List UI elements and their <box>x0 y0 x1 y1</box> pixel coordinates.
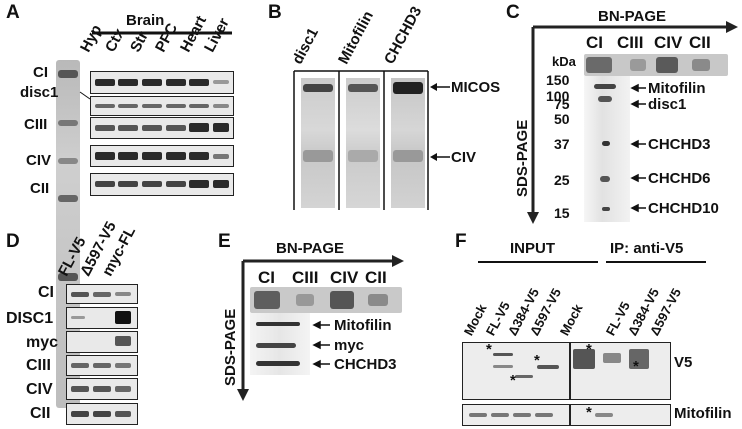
panel-c-complex-label: CIV <box>654 33 683 52</box>
panel-f-star: * <box>534 352 540 369</box>
panel-e-bn-strip <box>250 287 402 313</box>
panel-d-row-label: CIV <box>26 381 53 398</box>
panel-d-row-label: CIII <box>26 357 51 374</box>
panel-e-x-title: BN-PAGE <box>276 240 345 257</box>
panel-c-marker: 75 <box>554 96 570 112</box>
panel-d-letter: D <box>6 231 20 252</box>
panel-f-star: * <box>510 372 516 389</box>
panel-d-row-label: DISC1 <box>6 310 54 327</box>
panel-c-protein-label: CHCHD3 <box>648 136 711 153</box>
panel-a-blot-ci <box>90 71 234 94</box>
panel-d-blot-ci <box>66 284 138 304</box>
panel-c-unit: kDa <box>552 54 576 69</box>
panel-a-row-label: disc1 <box>20 84 59 101</box>
panel-e-complex-label: CI <box>258 268 275 287</box>
panel-a-group-label: Brain <box>126 12 165 29</box>
panel-f-input-title: INPUT <box>510 240 555 257</box>
panel-b-gel-lane <box>301 78 335 208</box>
panel-c-protein-label: Mitofilin <box>648 80 706 97</box>
panel-c-letter: C <box>506 2 520 23</box>
panel-c-protein-label: CHCHD6 <box>648 170 711 187</box>
panel-b-arrow-label: CIV <box>451 149 477 166</box>
panel-f-star: * <box>633 358 639 375</box>
panel-c-complex-label: CI <box>586 33 603 52</box>
panel-f-star: * <box>586 404 592 421</box>
panel-d-blot-cii <box>66 403 138 425</box>
panel-c-marker: 50 <box>554 111 570 127</box>
panel-a-blot-disc1 <box>90 96 234 116</box>
panel-c-complex-label: CII <box>689 33 711 52</box>
panel-c-marker: 150 <box>546 72 570 88</box>
panel-d-blot-civ <box>66 378 138 400</box>
panel-a-row-label: CIV <box>26 152 52 169</box>
panel-d-row-label: CII <box>30 405 51 422</box>
panel-f-letter: F <box>455 231 467 252</box>
panel-a-blot-ciii <box>90 117 234 139</box>
panel-d-row-label: CI <box>38 284 54 301</box>
panel-c-marker: 100 <box>546 88 570 104</box>
panel-e-protein-label: Mitofilin <box>334 317 392 334</box>
panel-a-letter: A <box>6 2 20 23</box>
panel-f-blot-mitofilin <box>462 404 671 426</box>
panel-c-bn-strip <box>584 54 728 76</box>
panel-f-ip-title: IP: anti-V5 <box>610 240 684 257</box>
panel-f-star: * <box>586 341 592 358</box>
panel-e-protein-label: myc <box>334 337 365 354</box>
panel-a-row-label: CII <box>30 180 50 197</box>
panel-c-marker: 37 <box>554 136 570 152</box>
panel-f-row-label: Mitofilin <box>674 405 732 422</box>
panel-e-complex-label: CIII <box>292 268 319 287</box>
panel-c-2d-gel <box>584 76 630 222</box>
panel-c-complex-label: CIII <box>617 33 644 52</box>
panel-a-row-label: CIII <box>24 116 48 133</box>
panel-d-blot-ciii <box>66 355 138 376</box>
panel-c-protein-label: CHCHD10 <box>648 200 719 217</box>
panel-e-protein-label: CHCHD3 <box>334 356 397 373</box>
panel-e-complex-label: CIV <box>330 268 359 287</box>
panel-a-blot-cii <box>90 173 234 196</box>
panel-b-arrow-label: MICOS <box>451 79 501 96</box>
panel-d-row-label: myc <box>26 334 59 351</box>
panel-c-marker: 15 <box>554 205 570 221</box>
panel-f-row-label: V5 <box>674 354 693 371</box>
panel-e-2d-gel <box>250 313 310 375</box>
panel-f-star: * <box>486 341 492 358</box>
panel-c-marker: 25 <box>554 172 570 188</box>
panel-b-letter: B <box>268 2 282 23</box>
panel-c-x-title: BN-PAGE <box>598 8 667 25</box>
panel-f-blot-v5 <box>462 342 671 400</box>
panel-a-row-label: CI <box>33 64 48 81</box>
panel-b-gel-lane <box>346 78 380 208</box>
panel-d-blot-myc <box>66 331 138 353</box>
panel-e-complex-label: CII <box>365 268 387 287</box>
panel-a-blot-civ <box>90 145 234 167</box>
panel-c-protein-label: disc1 <box>648 96 687 113</box>
panel-b-gel-lane <box>391 78 425 208</box>
panel-d-blot-disc1 <box>66 307 138 329</box>
panel-e-letter: E <box>218 231 231 252</box>
